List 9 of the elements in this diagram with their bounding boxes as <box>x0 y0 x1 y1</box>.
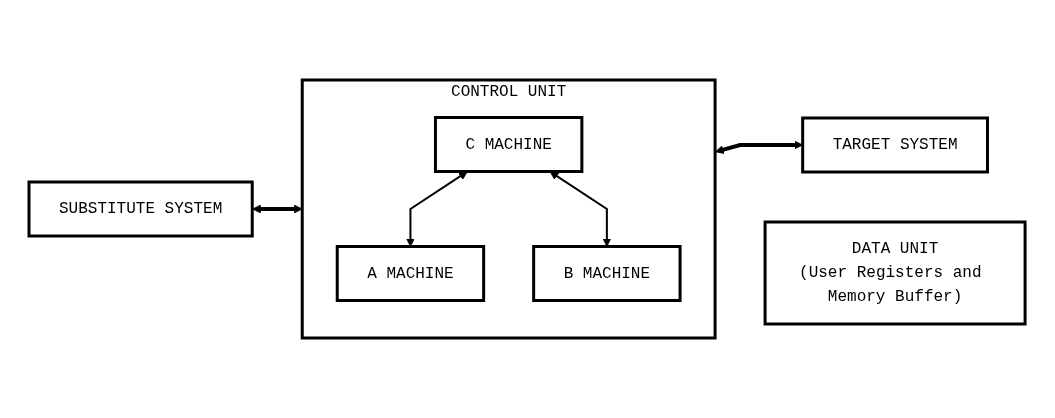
node-box: A MACHINE <box>336 245 486 302</box>
node-box: C MACHINE <box>434 116 584 173</box>
arrow <box>406 171 469 247</box>
node-box: TARGET SYSTEM <box>801 116 990 174</box>
arrow <box>550 171 612 247</box>
node-box: SUBSTITUTE SYSTEM <box>27 180 255 238</box>
node-box: B MACHINE <box>532 245 683 302</box>
arrow <box>715 140 804 154</box>
node-box: DATA UNIT (User Registers and Memory Buffer) <box>764 220 1028 326</box>
